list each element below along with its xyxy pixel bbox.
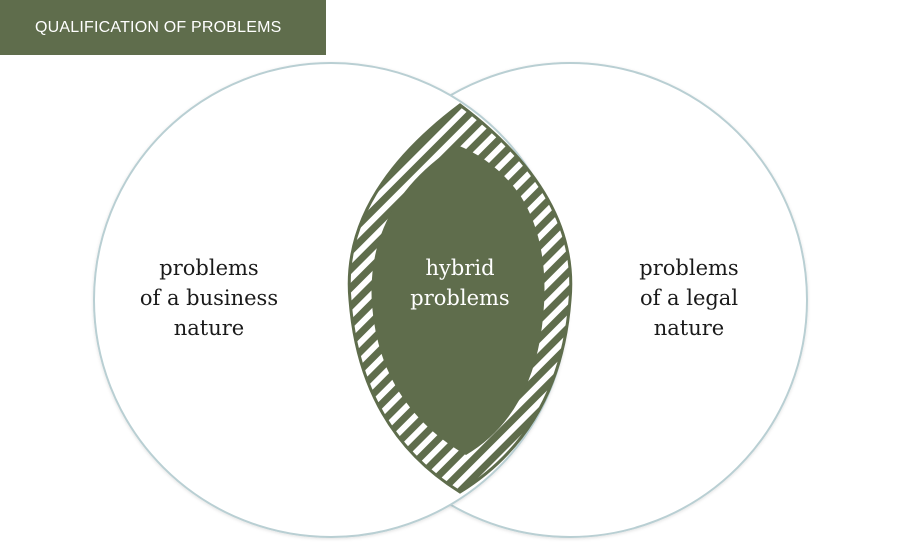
left-set-label: problems of a business nature xyxy=(109,253,309,343)
right-set-label-line-3: nature xyxy=(653,316,725,340)
intersection-label-line-1: hybrid xyxy=(425,256,495,280)
diagram-title-tab: QUALIFICATION OF PROBLEMS xyxy=(0,0,326,55)
intersection-solid-fill xyxy=(371,145,545,455)
right-set-label-line-1: problems xyxy=(639,256,739,280)
right-set-label-line-2: of a legal xyxy=(639,286,739,310)
left-set-label-line-1: problems xyxy=(159,256,259,280)
diagram-title: QUALIFICATION OF PROBLEMS xyxy=(35,18,282,36)
left-set-label-line-3: nature xyxy=(173,316,245,340)
intersection-label: hybrid problems xyxy=(380,253,540,313)
right-set-label: problems of a legal nature xyxy=(589,253,789,343)
intersection-label-line-2: problems xyxy=(410,286,510,310)
left-set-label-line-2: of a business xyxy=(139,286,279,310)
